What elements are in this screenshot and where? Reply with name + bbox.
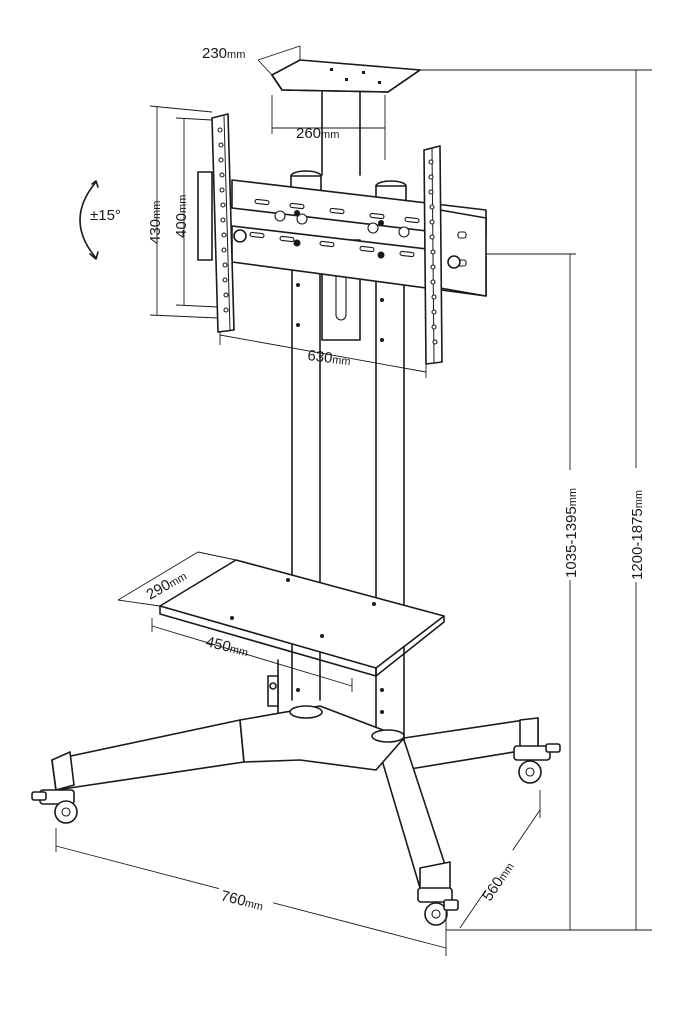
top-tray xyxy=(271,59,421,93)
bracket-dim-lines xyxy=(149,105,427,378)
top-tray-width-label: 260mm xyxy=(296,125,339,142)
shelf-dim-lines xyxy=(117,551,353,692)
caster-front xyxy=(417,887,459,926)
tilt-arrow xyxy=(79,180,99,260)
middle-shelf xyxy=(159,559,445,677)
base xyxy=(51,705,539,897)
caster-right xyxy=(513,743,561,784)
base-width-label: 760mm xyxy=(219,887,265,914)
tv-bracket xyxy=(197,113,487,365)
caster-left xyxy=(31,789,78,824)
bracket-outer-height-label: 430mm xyxy=(147,201,164,244)
tilt-label: ±15° xyxy=(90,207,121,224)
base-dim-lines xyxy=(55,790,652,956)
top-tray-dim-lines xyxy=(257,45,652,160)
lower-post xyxy=(267,659,279,716)
center-height-label: 1035-1395mm xyxy=(563,488,580,578)
total-height-label: 1200-1875mm xyxy=(629,490,646,580)
height-dim-lines xyxy=(486,70,637,930)
bracket-inner-height-label: 400mm xyxy=(173,195,190,238)
top-tray-depth-label: 230mm xyxy=(202,45,245,62)
shelf-width-label: 450mm xyxy=(204,633,250,660)
bracket-width-label: 630mm xyxy=(307,347,352,369)
